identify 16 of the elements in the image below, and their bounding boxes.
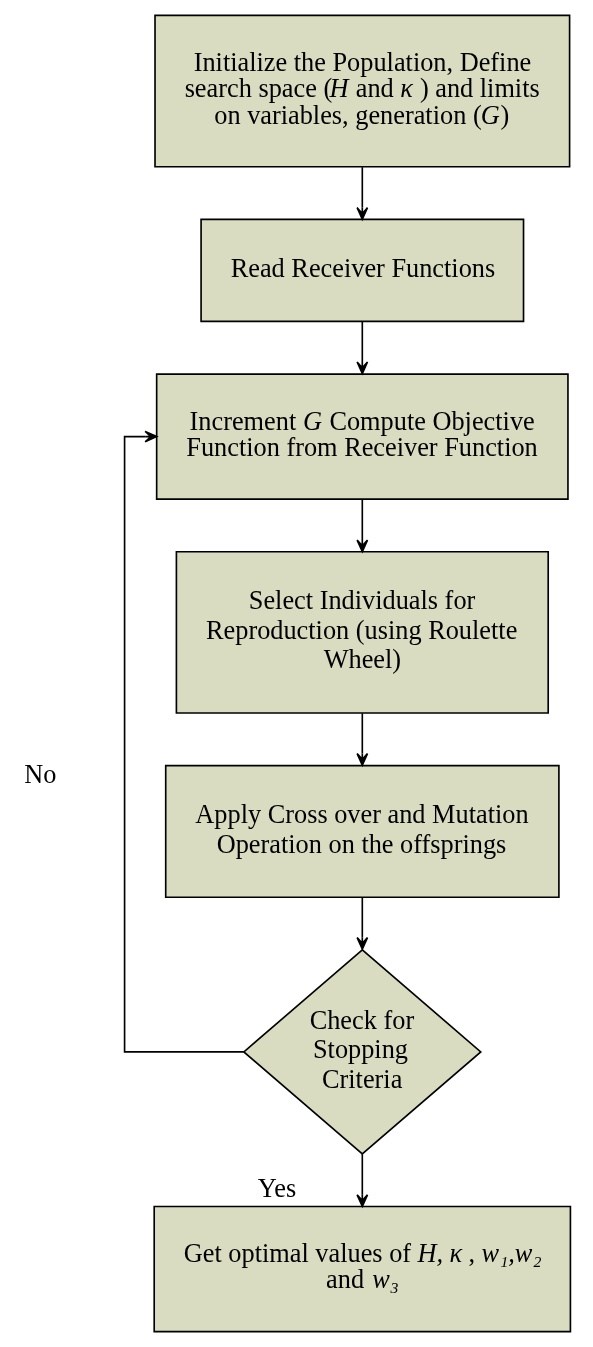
node-diamond: Check for Stopping Criteria: [242, 948, 483, 1155]
arrow: [356, 712, 369, 766]
edge-label: No: [24, 760, 57, 790]
arrow: [356, 896, 369, 950]
node-box: Select Individuals for Reproduction (using Roulette Wheel): [175, 550, 550, 714]
arrow: [356, 166, 369, 221]
node-box: Read Receiver Functions: [200, 218, 525, 323]
arrow: [356, 320, 369, 375]
arrow: [356, 1153, 369, 1208]
arrow: [356, 498, 369, 553]
edge-label: Yes: [257, 1174, 297, 1204]
node-box: Increment G Compute Objective Function from Receiver Function: [155, 373, 569, 500]
node-box: Apply Cross over and Mutation Operation on the offsprings: [164, 764, 560, 899]
node-box: Initialize the Population, Define search space (H and κ ) and limits on variables, generation (G): [154, 14, 571, 168]
arrow: [123, 430, 245, 1053]
node-box: Get optimal values of H, κ , w₁,w₂ and w₃: [153, 1205, 572, 1333]
